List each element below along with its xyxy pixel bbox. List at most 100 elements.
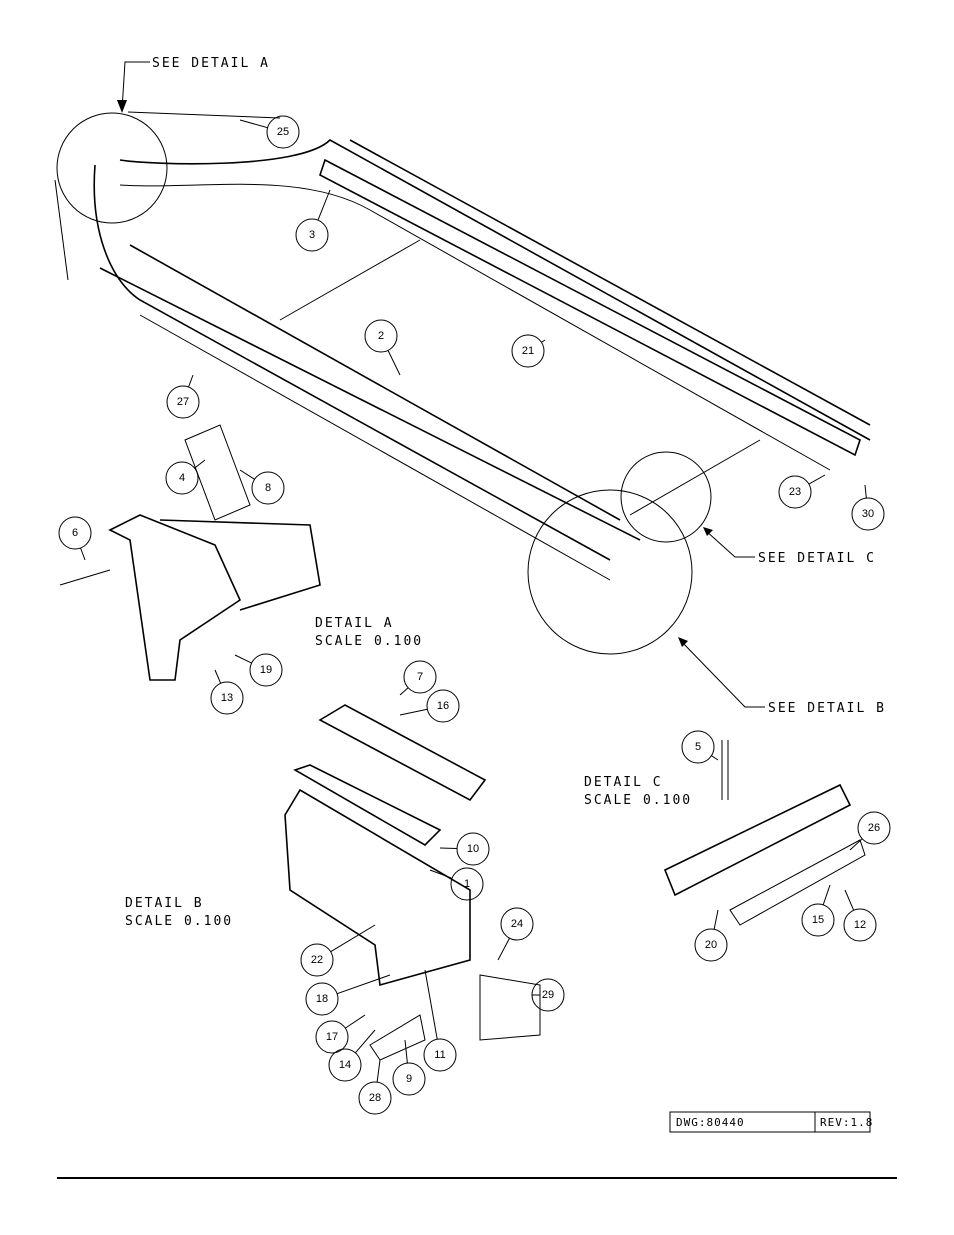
leader-line [194,459,206,469]
balloon-number: 21 [522,345,534,357]
balloon-number: 23 [789,486,801,498]
leader-line [355,1029,376,1054]
balloon-24: 24 [497,907,534,961]
balloon-circle [843,908,877,942]
detail-c-scale: SCALE 0.100 [584,793,692,808]
leader-line [188,374,194,388]
balloon-number: 2 [378,330,384,342]
balloon-circle [295,218,329,252]
leader-line [336,974,391,995]
balloon-number: 19 [260,664,272,676]
balloon-circle [328,1048,362,1082]
balloon-number: 3 [309,229,315,241]
see-detail-a-label: SEE DETAIL A [152,56,270,71]
balloon-circle [694,928,728,962]
balloon-number: 27 [177,396,189,408]
balloon-number: 24 [511,918,523,930]
balloon-circle [511,334,545,368]
balloon-number: 29 [542,989,554,1001]
detail-b-leader [679,639,765,708]
leader-line [80,547,86,561]
balloon-number: 15 [812,914,824,926]
leader-line [424,969,438,1040]
detail-b-title: DETAIL B [125,896,204,911]
detail-b-circle [527,489,693,655]
balloon-circle [358,1081,392,1115]
balloon-number: 17 [326,1031,338,1043]
detail-c-drawing [663,740,866,926]
balloon-25: 25 [239,115,300,149]
leader-line [497,937,510,961]
leader-line [239,469,255,480]
balloon-number: 10 [467,843,479,855]
balloon-circle [531,978,565,1012]
balloon-13: 13 [210,669,244,715]
balloon-circle [249,653,283,687]
balloon-28: 28 [358,1059,392,1115]
detail-c-arrow [703,527,713,536]
balloon-circle [251,471,285,505]
balloon-9: 9 [392,1039,426,1096]
leader-line [808,474,826,485]
balloon-26: 26 [849,811,891,851]
balloon-circle [165,461,199,495]
balloon-circle [450,867,484,901]
balloon-20: 20 [694,909,728,962]
balloon-30: 30 [851,484,885,531]
balloon-number: 13 [221,692,233,704]
balloon-3: 3 [295,189,331,252]
detail-b-scale: SCALE 0.100 [125,914,233,929]
balloon-number: 12 [854,919,866,931]
see-detail-b-label: SEE DETAIL B [768,701,886,716]
detail-a-leader [121,61,150,111]
balloon-23: 23 [778,474,826,509]
leader-line [404,1039,408,1064]
balloon-circle [210,681,244,715]
balloon-number: 26 [868,822,880,834]
detail-a-title: DETAIL A [315,616,394,631]
balloon-circle [426,689,460,723]
balloon-number: 14 [339,1059,351,1071]
detail-b-drawing [284,704,541,1061]
balloon-number: 4 [179,472,185,484]
balloon-29: 29 [531,978,565,1012]
balloon-circle [500,907,534,941]
balloon-14: 14 [328,1029,376,1082]
balloon-2: 2 [364,319,401,376]
balloon-number: 11 [434,1049,445,1061]
leader-line [429,869,453,879]
leader-line [387,350,401,376]
balloon-number: 9 [406,1073,412,1085]
balloon-number: 28 [369,1092,381,1104]
drawing-number: DWG:80440 [676,1116,745,1129]
balloon-number: 22 [311,954,323,966]
balloon-15: 15 [801,884,835,937]
balloon-circle [801,903,835,937]
balloon-circle [851,497,885,531]
balloon-number: 7 [417,671,423,683]
balloon-18: 18 [305,974,391,1016]
balloon-circle [364,319,398,353]
detail-a-scale: SCALE 0.100 [315,634,423,649]
balloon-6: 6 [58,516,92,561]
leader-line [317,189,331,221]
balloon-number: 1 [464,878,470,890]
balloon-19: 19 [234,653,283,687]
balloon-number: 25 [277,126,289,138]
balloon-circle [305,982,339,1016]
leader-line [844,889,855,911]
detail-b-arrow [678,637,688,647]
detail-c-title: DETAIL C [584,775,663,790]
balloon-circle [315,1020,349,1054]
title-block: DWG:80440 REV:1.8 [669,1111,872,1133]
leader-line [864,484,867,499]
balloon-number: 18 [316,993,328,1005]
part-balloons: 2532212748619137162330526101242229181714… [58,115,891,1115]
leader-line [439,847,458,850]
balloon-circle [778,475,812,509]
balloon-circle [58,516,92,550]
balloon-circle [456,832,490,866]
balloon-number: 6 [72,527,78,539]
detail-a-drawing [59,424,321,681]
